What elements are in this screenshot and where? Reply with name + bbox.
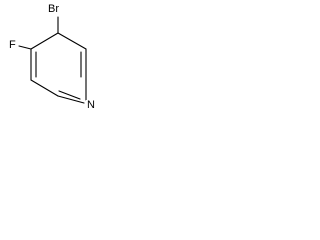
bond-c4-c5 — [57, 32, 87, 50]
bond-c3-f — [18, 45, 32, 50]
bond-c3-c4-top — [30, 32, 59, 50]
bond-c2-c3 — [30, 79, 59, 97]
atom-label-nitrogen: N — [86, 99, 96, 111]
bond-n-c2-inner — [58, 90, 81, 100]
molecule-structure-canvas: Br F N — [0, 0, 131, 120]
bond-lines — [18, 16, 87, 104]
atom-label-fluorine: F — [8, 39, 17, 51]
atom-label-bromine: Br — [47, 3, 60, 15]
bond-n-c2 — [57, 95, 85, 104]
